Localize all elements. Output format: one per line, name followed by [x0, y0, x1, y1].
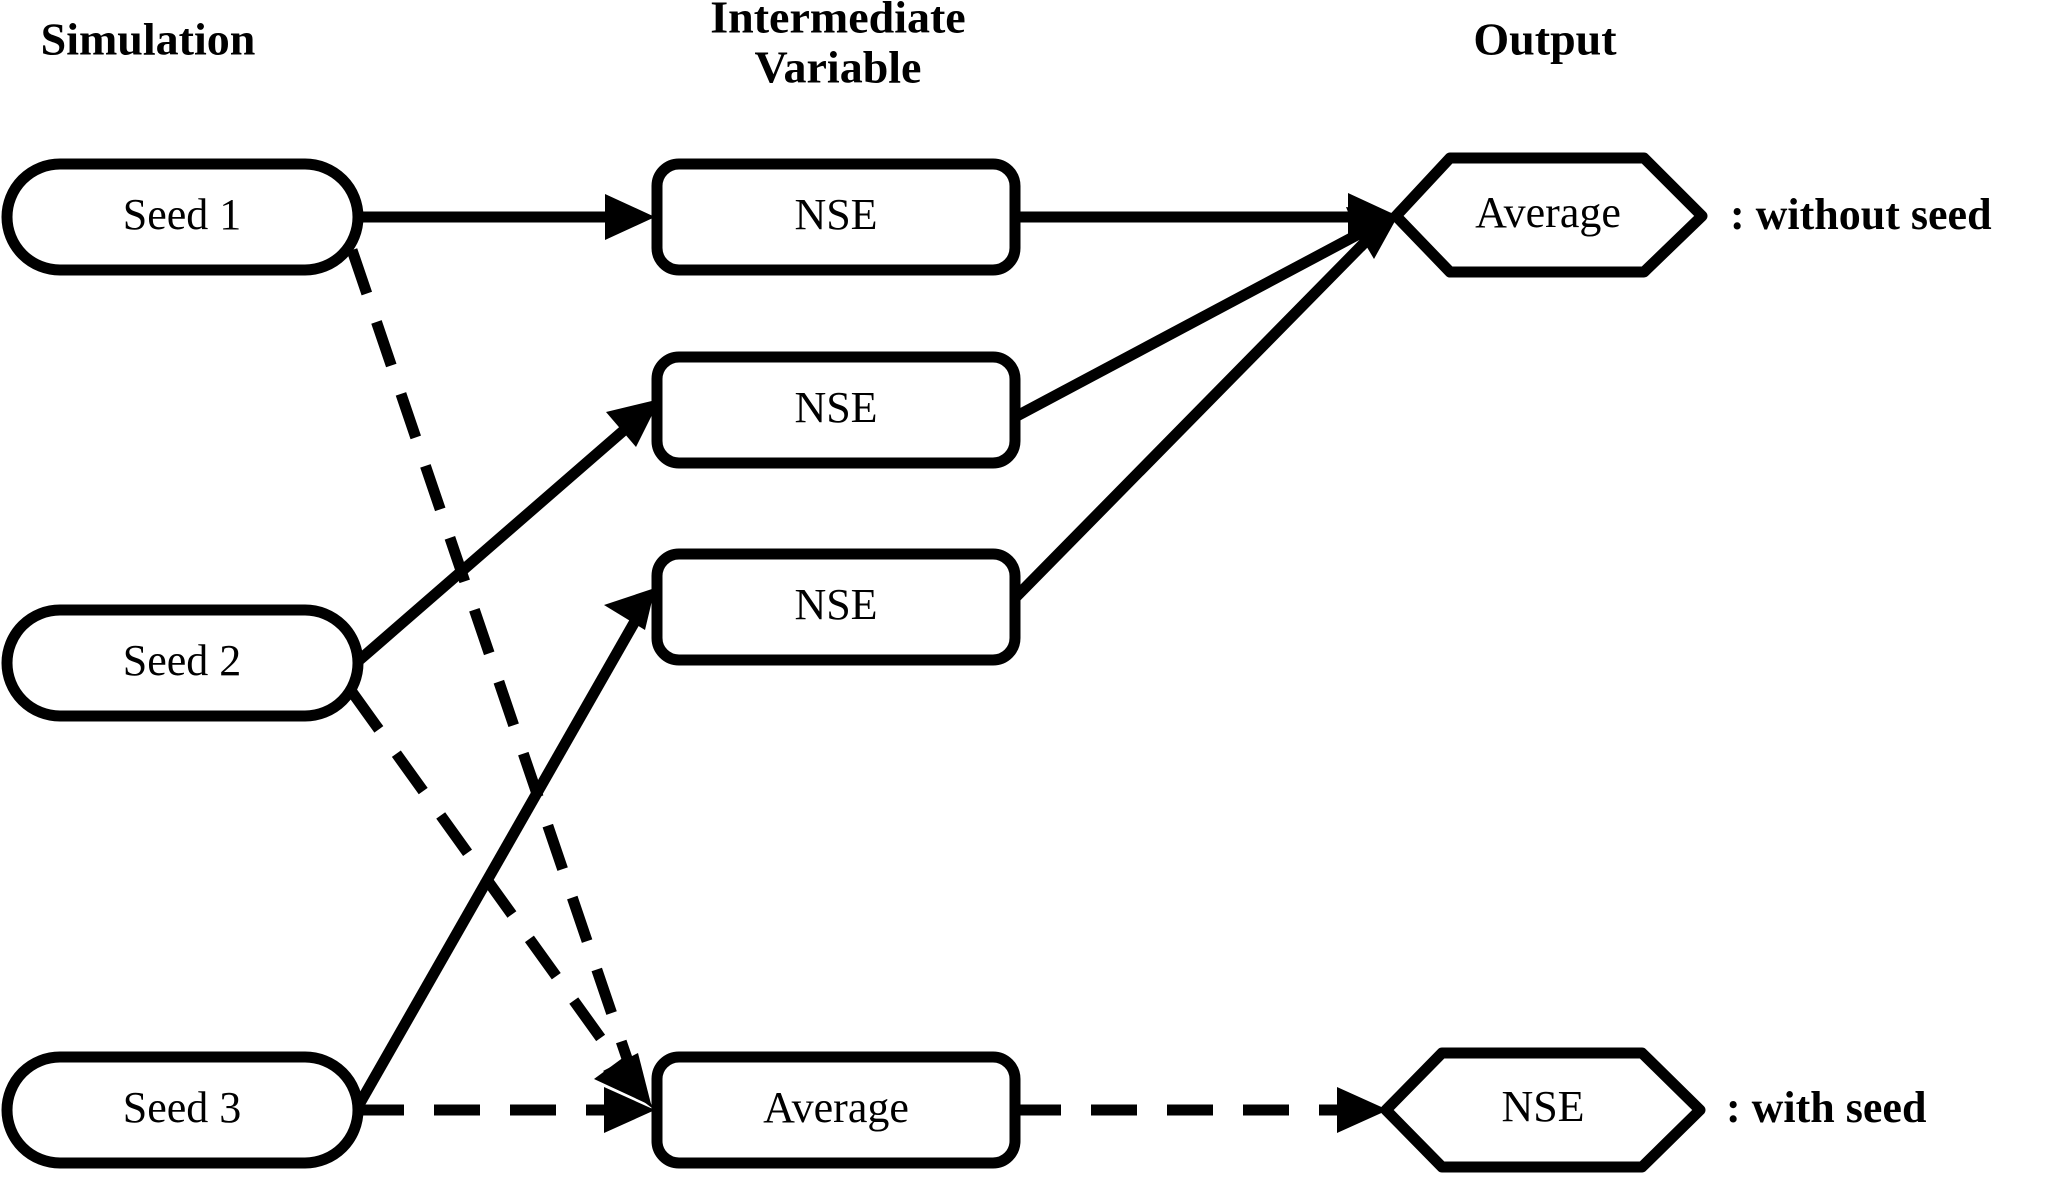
node-seed-2[interactable]: Seed 2	[1, 604, 364, 722]
node-nse-3[interactable]: NSE	[651, 548, 1021, 666]
column-header-output: Output	[1473, 14, 1617, 65]
column-header-simulation: Simulation	[41, 14, 256, 65]
node-average-box-label: Average	[763, 1083, 909, 1132]
edge-nse3-to-average	[1011, 212, 1400, 602]
node-nse-3-label: NSE	[794, 580, 877, 629]
node-nse-1[interactable]: NSE	[651, 158, 1021, 276]
column-header-intermediate-line2: Variable	[755, 42, 922, 93]
node-seed-1-label: Seed 1	[123, 190, 242, 239]
edge-average-box-to-nse-hex-dashed	[1015, 1087, 1388, 1133]
node-nse-2-label: NSE	[794, 383, 877, 432]
node-output-average-hexagon[interactable]: Average	[1390, 152, 1708, 278]
node-seed-3[interactable]: Seed 3	[1, 1051, 364, 1169]
node-seed-1[interactable]: Seed 1	[1, 158, 364, 276]
column-header-intermediate-line1: Intermediate	[710, 0, 965, 43]
edge-seed2-to-nse2	[352, 399, 660, 668]
node-output-average-label: Average	[1475, 188, 1621, 237]
edge-seed3-to-average-box-dashed	[358, 1087, 655, 1133]
edge-seed3-to-nse3	[351, 588, 655, 1113]
node-seed-2-label: Seed 2	[123, 636, 242, 685]
legend-with-seed-label: : with seed	[1726, 1083, 1926, 1132]
node-seed-3-label: Seed 3	[123, 1083, 242, 1132]
edge-nse1-to-average	[1015, 193, 1400, 241]
node-nse-1-label: NSE	[794, 190, 877, 239]
edge-nse2-to-average	[1012, 207, 1400, 422]
node-output-nse-label: NSE	[1501, 1082, 1584, 1131]
edge-seed2-to-average-box-dashed	[347, 688, 652, 1106]
node-nse-2[interactable]: NSE	[651, 351, 1021, 469]
legend-without-seed-label: : without seed	[1730, 190, 1992, 239]
node-output-nse-hexagon[interactable]: NSE	[1380, 1047, 1706, 1173]
edge-seed1-to-nse1	[358, 194, 655, 240]
node-average-box[interactable]: Average	[651, 1051, 1021, 1169]
